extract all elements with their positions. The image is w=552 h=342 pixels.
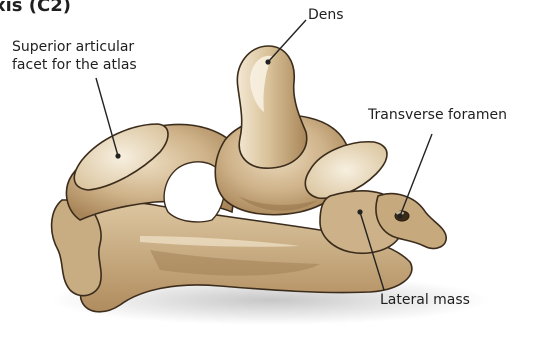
leader-dens-dot: [265, 59, 270, 64]
label-lateral-mass: Lateral mass: [380, 291, 470, 309]
leader-superior-facet-dot: [115, 153, 120, 158]
leader-transverse-foramen-dot: [397, 213, 402, 218]
label-superior-facet-line2: facet for the atlas: [12, 56, 137, 74]
leader-lateral-mass-dot: [357, 209, 362, 214]
dens: [237, 46, 306, 168]
label-superior-facet-line1: Superior articular: [12, 38, 134, 56]
label-dens: Dens: [308, 6, 344, 24]
label-transverse-foramen: Transverse foramen: [368, 106, 507, 124]
